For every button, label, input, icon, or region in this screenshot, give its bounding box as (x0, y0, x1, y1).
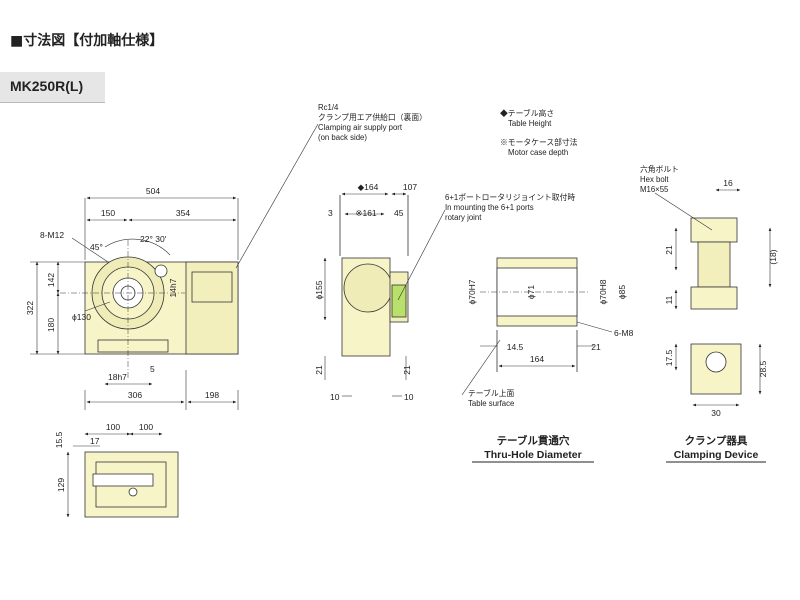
dim-504: 504 (146, 186, 160, 196)
dim-5: 5 (150, 364, 155, 374)
page-title: ■寸法図【付加軸仕様】 (10, 33, 164, 49)
dim-phi130: ϕ130 (72, 312, 91, 322)
note-surface-jp: テーブル上面 (468, 388, 515, 398)
dim-129: 129 (56, 478, 66, 492)
dim-354: 354 (176, 208, 190, 218)
clamp-head (690, 217, 738, 243)
thru-hole-view (461, 257, 613, 396)
note-motor-jp: ※モータケース部寸法 (500, 137, 578, 147)
side-table (343, 263, 393, 313)
bottom-labels: 100 100 17 15.5 129 (54, 422, 153, 492)
dim-phi85: ϕ85 (617, 285, 627, 299)
front-labels: 504 150 354 8-M12 45° 22° 30' 142 322 18… (25, 186, 219, 400)
model-tab: MK250R(L) (0, 72, 105, 103)
clamp-labels: 16 21 (18) 11 17.5 28.5 30 (664, 178, 778, 418)
dim-10-side-left: 10 (330, 392, 340, 402)
dim-6-m8: 6-M8 (614, 328, 634, 338)
clamp-view (654, 188, 772, 407)
note-hexbolt-jp: 六角ボルト (640, 164, 679, 174)
dim-164-thru: 164 (530, 354, 544, 364)
bottom-view (66, 432, 179, 518)
dim-142: 142 (46, 273, 56, 287)
dim-164-table-height: ◆164 (358, 182, 379, 192)
note-hexbolt-size: M16×55 (640, 185, 669, 194)
dim-3: 3 (328, 208, 333, 218)
note-joint-jp: 6+1ポートロータリジョイント取付時 (445, 192, 575, 202)
caption-clamp-jp: クランプ器具 (685, 434, 748, 447)
dim-11: 11 (664, 295, 674, 304)
dim-45-angle: 45° (90, 242, 103, 252)
note-table-height-jp: ◆テーブル高さ (500, 108, 554, 118)
front-dims (30, 196, 239, 410)
dim-14h7: 14h7 (168, 278, 178, 297)
dim-21-thru: 21 (591, 342, 601, 352)
dim-150: 150 (101, 208, 115, 218)
rotary-joint (391, 284, 407, 318)
dim-107: 107 (403, 182, 417, 192)
bottom-slot (92, 473, 154, 487)
dim-10-side-right: 10 (404, 392, 414, 402)
caption-thru-jp: テーブル貫通穴 (497, 434, 570, 447)
dim-28-5: 28.5 (758, 360, 768, 377)
dim-phi70h7: ϕ70H7 (467, 279, 477, 304)
dim-18h7: 18h7 (108, 372, 127, 382)
note-rc14: Rc1/4 (318, 103, 339, 112)
dim-21-clamp: 21 (664, 245, 674, 255)
dim-17: 17 (90, 436, 100, 446)
dim-21-side-right: 21 (402, 365, 412, 375)
front-port (154, 264, 168, 278)
clamp-foot (690, 286, 738, 310)
front-view (60, 238, 239, 380)
note-surface-en: Table surface (468, 399, 514, 408)
clamp-hole (705, 351, 727, 373)
note-clamp-en2: (on back side) (318, 133, 367, 142)
model-label: MK250R(L) (10, 78, 84, 94)
dim-22-30-angle: 22° 30' (140, 234, 167, 244)
front-motor-housing (185, 261, 239, 355)
dim-8-m12: 8-M12 (40, 230, 64, 240)
note-joint-en: In mounting the 6+1 ports (445, 203, 534, 212)
clamp-port-leader (235, 123, 319, 269)
dim-100-b: 100 (139, 422, 153, 432)
notes: Rc1/4 クランプ用エア供給口（裏面） Clamping air supply… (235, 103, 679, 408)
note-clamp-en: Clamping air supply port (318, 123, 403, 132)
dim-phi70h8: ϕ70H8 (598, 279, 608, 304)
front-side-block (191, 271, 233, 303)
dim-21-side-left: 21 (314, 365, 324, 375)
front-base-slot (97, 339, 169, 353)
dim-14-5: 14.5 (507, 342, 524, 352)
dim-16: 16 (723, 178, 733, 188)
note-joint-en2: rotary joint (445, 213, 482, 222)
dim-phi71: ϕ71 (526, 285, 536, 299)
captions: テーブル貫通穴 Thru-Hole Diameter クランプ器具 Clampi… (472, 434, 766, 463)
dim-180: 180 (46, 318, 56, 332)
dim-322: 322 (25, 301, 35, 315)
note-hexbolt-en: Hex bolt (640, 175, 669, 184)
caption-thru-en: Thru-Hole Diameter (484, 449, 581, 461)
dim-30: 30 (711, 408, 721, 418)
clamp-shaft (697, 241, 731, 288)
side-view (323, 192, 446, 397)
dim-18-ref: (18) (768, 249, 778, 264)
note-clamp-jp: クランプ用エア供給口（裏面） (318, 112, 427, 122)
dim-100-a: 100 (106, 422, 120, 432)
thru-hole-labels: ϕ70H7 ϕ71 ϕ70H8 ϕ85 6-M8 14.5 21 164 (467, 279, 634, 364)
dim-17-5: 17.5 (664, 349, 674, 366)
dim-306: 306 (128, 390, 142, 400)
side-labels: ◆164 107 3 ※161 45 ϕ155 21 21 10 10 (314, 182, 417, 402)
dim-phi155: ϕ155 (314, 280, 324, 299)
dim-45-side: 45 (394, 208, 404, 218)
dim-161-motor: ※161 (355, 208, 377, 218)
dim-198: 198 (205, 390, 219, 400)
note-table-height-en: Table Height (508, 119, 552, 128)
caption-clamp-en: Clamping Device (674, 449, 759, 461)
note-motor-en: Motor case depth (508, 148, 568, 157)
dim-15-5: 15.5 (54, 431, 64, 448)
